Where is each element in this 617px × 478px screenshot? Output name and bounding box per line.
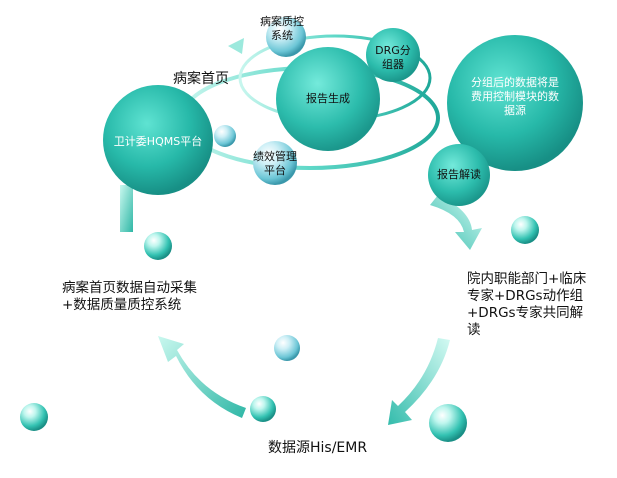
- decor-ball: [511, 216, 539, 244]
- label-report-read: 报告解读: [437, 168, 481, 181]
- arrow-read-to-team: [430, 195, 482, 250]
- node-hqms: [103, 85, 213, 195]
- node-report-gen: [276, 47, 380, 151]
- label-perf: 绩效管理平台: [253, 150, 297, 177]
- label-his: 数据源His/EMR: [268, 440, 368, 456]
- arrow-his-to-collect: [158, 336, 246, 418]
- node-report-read: [428, 144, 490, 206]
- label-hqms: 卫计委HQMS平台: [113, 135, 203, 148]
- arrow-hqms-down: [120, 185, 133, 232]
- decor-ball: [274, 335, 300, 361]
- decor-ball: [250, 396, 276, 422]
- decor-ball: [20, 403, 48, 431]
- label-drg: DRG分组器: [375, 44, 411, 71]
- node-data-source-note: [447, 35, 583, 171]
- label-collect: 病案首页数据自动采集+数据质量质控系统: [62, 280, 197, 313]
- label-homepage: 病案首页: [173, 71, 229, 87]
- node-quality: [266, 17, 306, 57]
- decor-ball: [214, 125, 236, 147]
- decor-ball: [429, 404, 467, 442]
- node-perf: [253, 141, 297, 185]
- label-data-source-note: 分组后的数据将是费用控制模块的数据源: [471, 76, 559, 117]
- label-report-gen: 报告生成: [306, 92, 350, 105]
- node-drg: [366, 28, 420, 82]
- arrow-team-to-his: [388, 338, 450, 425]
- decor-ball: [144, 232, 172, 260]
- label-team: 院内职能部门+临床专家+DRGs动作组+DRGs专家共同解读: [467, 271, 587, 338]
- orbit-arrowhead: [228, 38, 244, 54]
- label-quality: 病案质控系统: [260, 15, 304, 42]
